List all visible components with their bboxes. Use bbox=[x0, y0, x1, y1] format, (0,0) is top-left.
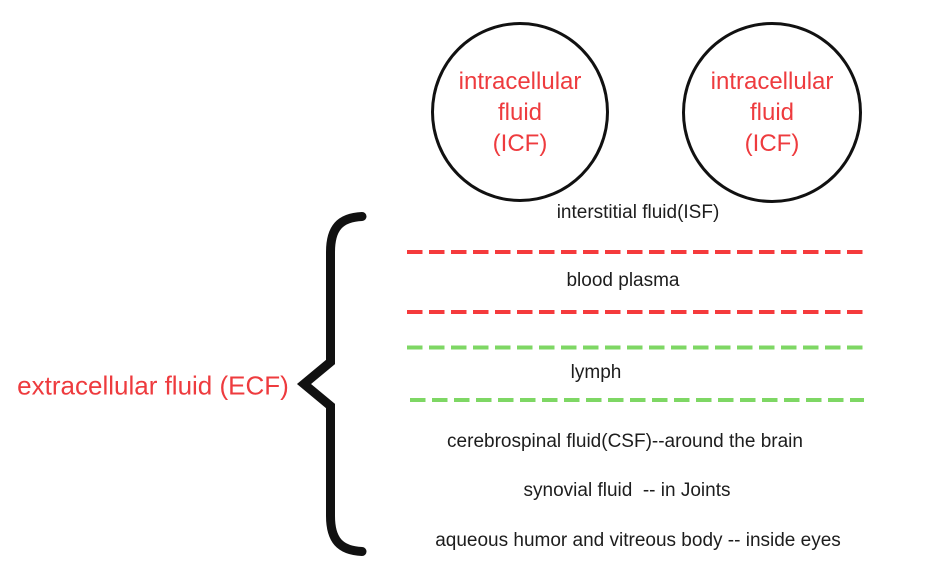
icf-circle-left-line-1: intracellular bbox=[458, 67, 582, 95]
fluid-label-interstitial: interstitial fluid(ISF) bbox=[556, 202, 720, 223]
fluid-label-lymph: lymph bbox=[570, 362, 622, 383]
icf-circle-right-line-2: fluid bbox=[749, 99, 795, 126]
fluid-label-blood-plasma: blood plasma bbox=[566, 270, 680, 291]
icf-circle-left-line-3: (ICF) bbox=[492, 129, 548, 157]
fluid-label-synovial: synovial fluid -- in Joints bbox=[523, 480, 731, 501]
icf-circle-right-line-3: (ICF) bbox=[744, 130, 800, 157]
ecf-label: extracellular fluid (ECF) bbox=[17, 370, 289, 401]
fluid-label-aqueous: aqueous humor and vitreous body -- insid… bbox=[435, 530, 841, 551]
icf-circle-right-line-1: intracellular bbox=[710, 68, 834, 95]
ecf-brace bbox=[296, 212, 367, 556]
icf-circle-left-line-2: fluid bbox=[497, 98, 543, 126]
icf-circle-right: intracellular fluid (ICF) bbox=[682, 22, 862, 203]
icf-circle-left: intracellular fluid (ICF) bbox=[431, 22, 609, 202]
fluid-label-cerebrospinal: cerebrospinal fluid(CSF)--around the bra… bbox=[447, 431, 803, 452]
